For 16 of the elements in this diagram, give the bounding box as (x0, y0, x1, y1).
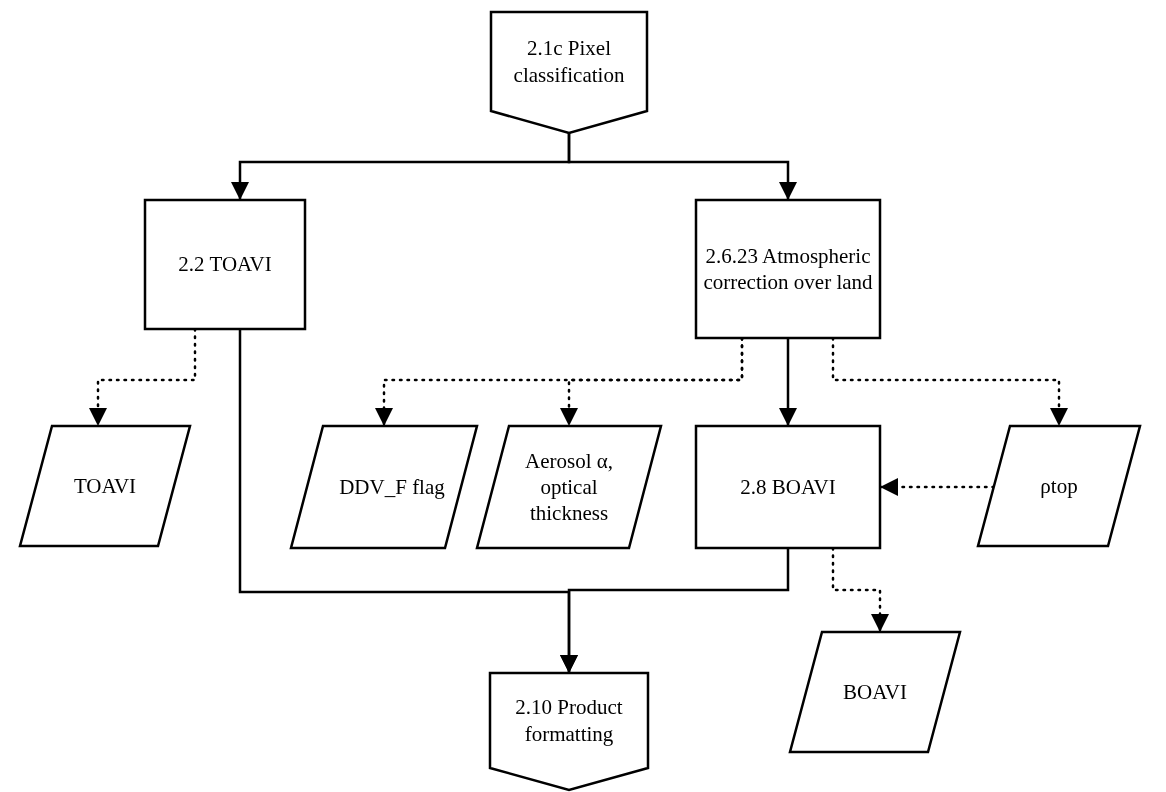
data-parallelogram: Aerosol α, optical thickness (477, 426, 661, 548)
arrow (560, 548, 790, 673)
process-box: 2.6.23 Atmospheric correction over land (696, 200, 880, 338)
data-parallelogram: ρtop (978, 426, 1140, 546)
process-box: 2.8 BOAVI (696, 426, 880, 548)
arrow (779, 338, 797, 426)
offpage-connector: 2.10 Product formatting (490, 673, 648, 790)
arrow (567, 133, 797, 200)
dotted-arrow (560, 336, 744, 428)
data-parallelogram: DDV_F flag (291, 426, 477, 548)
data-parallelogram: TOAVI (20, 426, 190, 546)
data-parallelogram: BOAVI (790, 632, 960, 752)
offpage-connector: 2.1c Pixel classification (491, 12, 647, 133)
dotted-arrow (831, 546, 889, 634)
dotted-arrow (89, 327, 197, 428)
process-box: 2.2 TOAVI (145, 200, 305, 329)
